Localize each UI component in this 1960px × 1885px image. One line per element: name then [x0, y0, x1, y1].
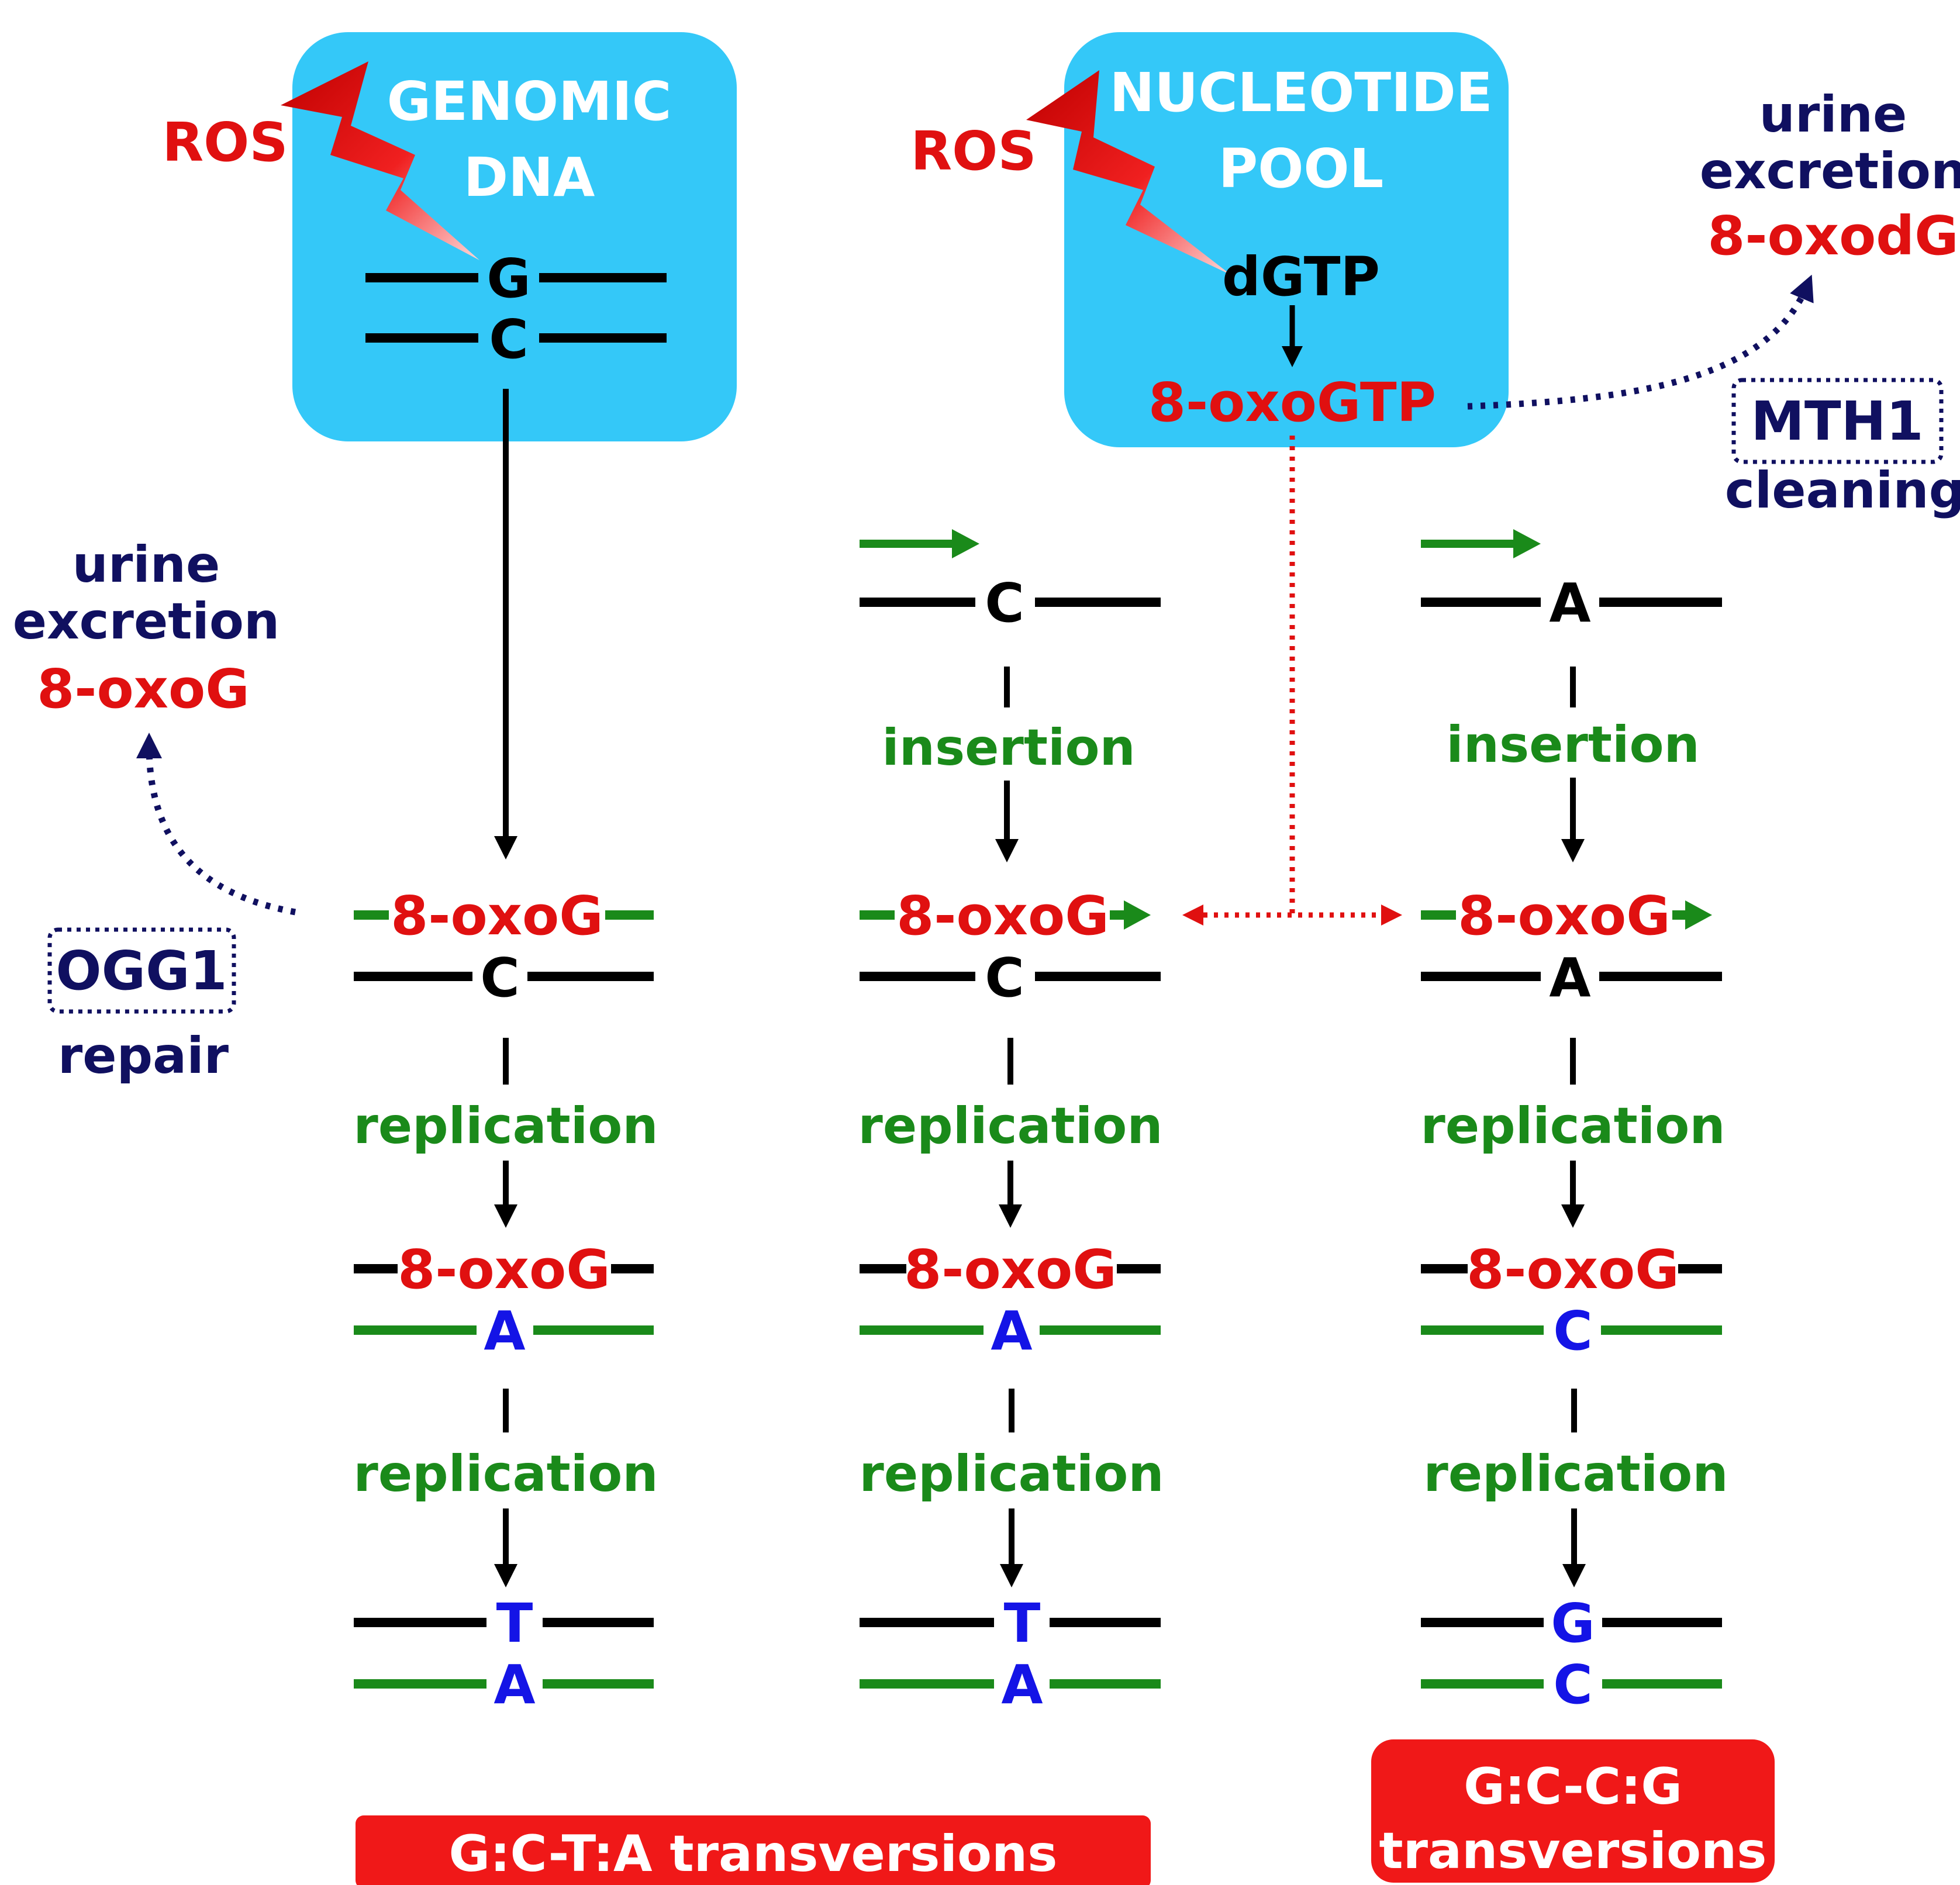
col3-pair2-bottom: C — [1553, 1300, 1593, 1362]
col1-pair2-bottom: A — [484, 1300, 525, 1362]
mth1-dotted-arrow — [1467, 274, 1814, 410]
mth1-section: urine excretion 8-oxodG MTH1 cleaning — [1467, 85, 1960, 520]
col2-pair1-top: 8-oxoG — [896, 885, 1109, 947]
pool-ros-label: ROS — [910, 120, 1036, 182]
result-gc-cg-line1: G:C-C:G — [1464, 1758, 1682, 1816]
ogg1-section: urine excretion 8-oxoG OGG1 repair — [13, 536, 296, 1085]
primer-arrow-head — [952, 529, 979, 558]
pool-title-line2: POOL — [1219, 137, 1383, 200]
ogg1-action: repair — [58, 1027, 229, 1085]
col2-start-base: C — [985, 572, 1024, 634]
col2-pair1-bottom: C — [985, 947, 1024, 1009]
primer-arrow-head — [1124, 900, 1151, 930]
pool-title-line1: NUCLEOTIDE — [1109, 61, 1492, 124]
result-gc-cg-box — [1371, 1739, 1775, 1883]
col2-step2: replication — [859, 1445, 1164, 1503]
col3-pair3-bottom: C — [1553, 1653, 1593, 1716]
column-genomic-pathway: 8-oxoG C replication 8-oxoG A replicatio… — [353, 885, 658, 1716]
genomic-dna-section: GENOMIC DNA ROS G C — [162, 32, 737, 441]
nucleotide-pool-section: NUCLEOTIDE POOL ROS dGTP 8-oxoGTP — [910, 32, 1509, 447]
genomic-base-bottom: C — [489, 308, 529, 371]
result-gc-cg: G:C-C:G transversions — [1371, 1739, 1775, 1883]
col2-step1: replication — [858, 1097, 1162, 1155]
col3-step2: replication — [1423, 1445, 1728, 1503]
col1-step1: replication — [353, 1097, 658, 1155]
col1-pair3-bottom: A — [494, 1653, 535, 1716]
result-gc-ta-box — [356, 1815, 1151, 1885]
mth1-enzyme: MTH1 — [1751, 390, 1923, 453]
nucleotide-pool-box — [1064, 32, 1509, 447]
mth1-enzyme-box — [1731, 378, 1944, 464]
result-gc-ta-label: G:C-T:A transversions — [449, 1825, 1058, 1883]
col3-start-base: A — [1549, 572, 1590, 634]
lightning-bolt-icon — [281, 61, 479, 260]
dgtp-label: dGTP — [1222, 246, 1380, 308]
ogg1-dotted-arrow — [136, 733, 296, 916]
column-pool-a-pathway: A insertion 8-oxoG A replication 8-oxoG … — [1420, 529, 1728, 1716]
primer-arrow-head — [1685, 900, 1712, 930]
genomic-title-line1: GENOMIC — [387, 70, 672, 133]
primer-arrow-head — [1513, 529, 1541, 558]
col3-insert-label: insertion — [1446, 716, 1700, 774]
oxogtp-label: 8-oxoGTP — [1148, 371, 1436, 434]
genomic-base-top: G — [486, 247, 531, 310]
ogg1-excretion-line2: excretion — [13, 592, 279, 651]
col2-pair2-bottom: A — [991, 1300, 1032, 1362]
mth1-excretion-line1: urine — [1759, 85, 1907, 144]
col1-step2: replication — [353, 1445, 658, 1503]
col2-pair3-top: T — [1004, 1592, 1041, 1655]
col3-pair1-bottom: A — [1549, 947, 1590, 1009]
col1-pair2-top: 8-oxoG — [398, 1238, 610, 1301]
col1-pair1-bottom: C — [480, 947, 520, 1009]
genomic-title-line2: DNA — [464, 146, 595, 209]
column-pool-c-pathway: C insertion 8-oxoG C replication 8-oxoG … — [858, 529, 1164, 1716]
mth1-excretion-line2: excretion — [1700, 142, 1960, 201]
oxogtp-incorporation-branch — [1182, 436, 1402, 926]
result-gc-ta: G:C-T:A transversions — [356, 1815, 1151, 1885]
lightning-bolt-icon — [1026, 70, 1231, 275]
genomic-ros-label: ROS — [162, 111, 288, 174]
ogg1-enzyme: OGG1 — [56, 940, 227, 1002]
col3-pair3-top: G — [1551, 1592, 1595, 1655]
col2-insert-label: insertion — [882, 719, 1136, 777]
result-gc-cg-line2: transversions — [1379, 1822, 1767, 1880]
col3-pair1-top: 8-oxoG — [1458, 885, 1670, 947]
col2-pair3-bottom: A — [1001, 1653, 1043, 1716]
col1-pair1-top: 8-oxoG — [391, 885, 603, 947]
col2-pair2-top: 8-oxoG — [904, 1238, 1116, 1301]
mth1-product: 8-oxodG — [1707, 205, 1958, 267]
col1-pair3-top: T — [496, 1592, 533, 1655]
mth1-action: cleaning — [1725, 461, 1960, 520]
ogg1-product: 8-oxoG — [37, 658, 249, 720]
col3-step1: replication — [1420, 1097, 1725, 1155]
ogg1-excretion-line1: urine — [73, 536, 220, 594]
col3-pair2-top: 8-oxoG — [1466, 1238, 1679, 1301]
